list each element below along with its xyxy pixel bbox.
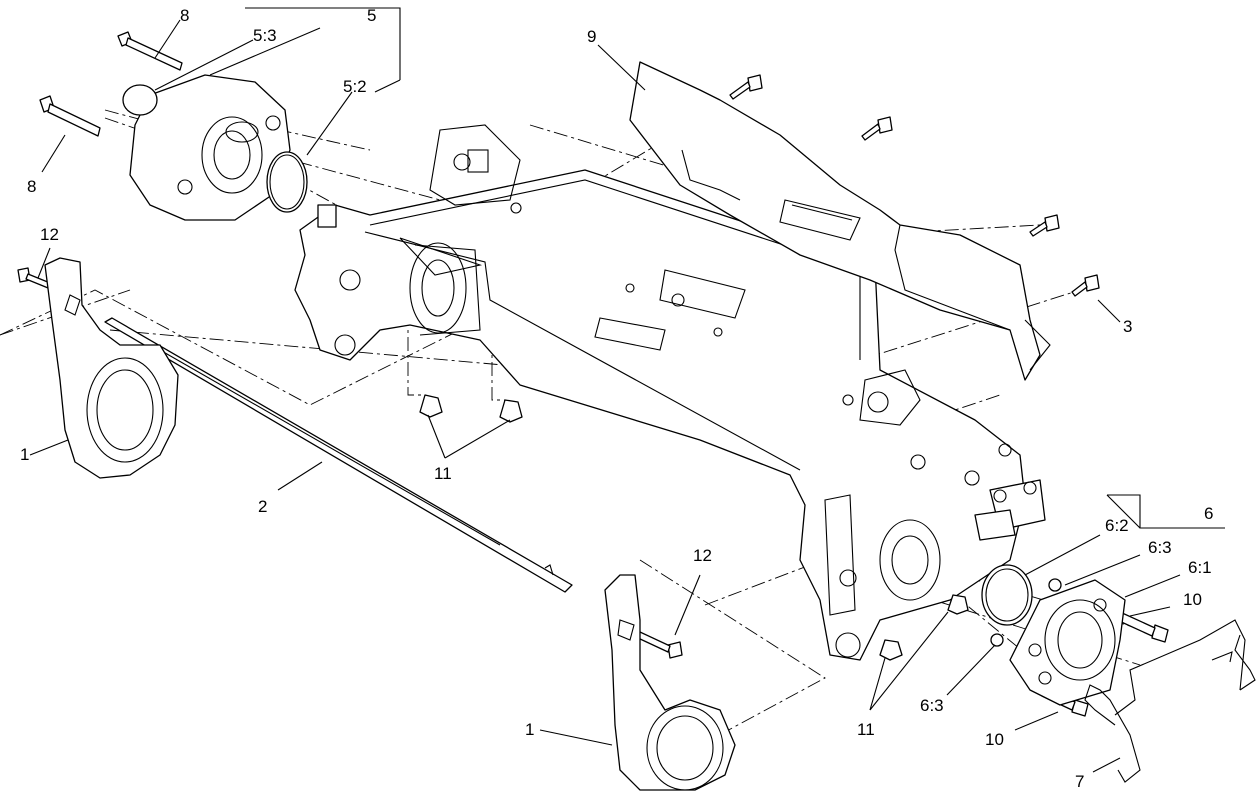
bolt-8-lower [39, 95, 101, 137]
callout-labels: 8 5:3 5 5:2 8 9 3 12 1 2 11 12 1 11 6 6:… [20, 6, 1213, 791]
callout-12-left: 12 [40, 225, 59, 244]
main-frame [294, 124, 1046, 661]
o-ring-6-2 [981, 564, 1033, 626]
rod-2 [104, 317, 573, 593]
callout-5: 5 [367, 6, 376, 25]
cover-9 [629, 61, 1051, 381]
bolt-8-upper [117, 31, 183, 71]
callout-7: 7 [1075, 772, 1084, 791]
callout-6: 6 [1204, 504, 1213, 523]
callout-10-upper: 10 [1183, 590, 1202, 609]
flange-bearing-6 [1009, 579, 1126, 706]
callout-5-3: 5:3 [253, 26, 277, 45]
callout-1-right: 1 [525, 720, 534, 739]
callout-8-upper: 8 [180, 6, 189, 25]
lever-arm-1-left [44, 257, 179, 479]
leader-lines [29, 7, 1225, 773]
callout-6-1: 6:1 [1188, 558, 1212, 577]
callout-12-right: 12 [693, 546, 712, 565]
cap-5-3 [122, 84, 158, 116]
callout-2: 2 [258, 497, 267, 516]
callout-1-left: 1 [20, 445, 29, 464]
callout-10-lower: 10 [985, 730, 1004, 749]
bearing-housing-5 [129, 74, 291, 221]
screw-3 [729, 74, 1100, 297]
bolt-12-right [637, 631, 683, 659]
callout-3: 3 [1123, 317, 1132, 336]
callout-8-lower: 8 [27, 177, 36, 196]
o-ring-5-2 [266, 151, 308, 213]
callout-6-3-lower: 6:3 [920, 696, 944, 715]
lever-arm-1-right [604, 574, 736, 791]
washer-6-3 [990, 578, 1062, 647]
latch-rod-7 [1084, 619, 1256, 783]
callout-11-left: 11 [434, 464, 452, 483]
callout-9: 9 [587, 27, 596, 46]
nut-11 [419, 394, 969, 661]
callout-6-3-upper: 6:3 [1148, 538, 1172, 557]
callout-6-2: 6:2 [1105, 516, 1129, 535]
callout-5-2: 5:2 [343, 77, 367, 96]
callout-11-right: 11 [857, 720, 875, 739]
